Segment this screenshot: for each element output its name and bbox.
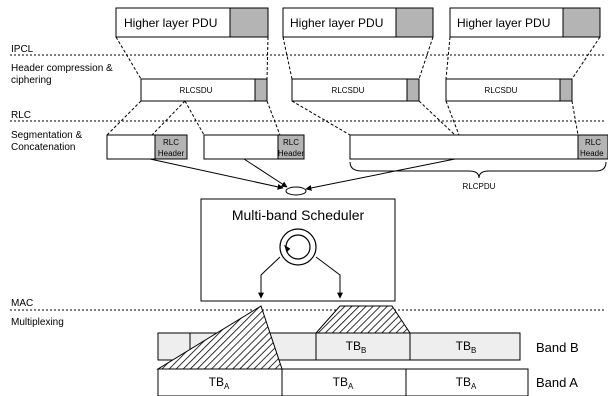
rlc-sdu-2: RLCSDU [291, 78, 420, 102]
rlc-header-line2: Header [278, 149, 305, 158]
band-b-label: Band B [536, 340, 579, 355]
rlc-sdu-1: RLCSDU [140, 78, 268, 102]
pdu-sdu-connectors [115, 36, 601, 80]
tb-b-2: TBB [456, 339, 477, 355]
rlc-pdu-3: RLC Heade [349, 134, 608, 160]
higher-layer-pdu-3: Higher layer PDU [449, 7, 601, 38]
rlc-sdu-3: RLCSDU [445, 78, 573, 102]
mapping-trapezoid-b [314, 305, 411, 334]
rotation-arrow-icon [284, 244, 291, 253]
rlc-pdu-2: RLC Header [203, 134, 305, 160]
output-arrow-a [258, 256, 281, 299]
tb-a-2: TBA [333, 375, 354, 391]
sdu-label: RLCSDU [332, 86, 365, 95]
sdu-pdu-connectors [106, 100, 579, 136]
rlcpdu-brace [349, 161, 607, 179]
output-arrow-b [315, 256, 343, 299]
rlc-sublabel-1: Segmentation & [11, 130, 82, 141]
scheduler-input-arrows [149, 158, 456, 191]
scheduler-input-port [285, 186, 307, 196]
pdu-label: Higher layer PDU [457, 16, 550, 30]
higher-layer-pdu-2: Higher layer PDU [282, 7, 434, 38]
scheduler-title: Multi-band Scheduler [232, 207, 365, 223]
rlc-pdu-1: RLC Header [106, 134, 188, 160]
rlcpdu-label: RLCPDU [463, 182, 496, 191]
pdcp-layer-label: IPCL [11, 44, 34, 55]
sdu-label: RLCSDU [180, 86, 213, 95]
rlc-sublabel-2: Concatenation [11, 142, 76, 153]
pdcp-sublabel-2: ciphering [11, 75, 52, 86]
rlc-layer-label: RLC [11, 110, 31, 121]
pdcp-sublabel-1: Header compression & [11, 63, 113, 74]
higher-layer-pdu-1: Higher layer PDU [115, 7, 269, 38]
rlc-header-line1: RLC [163, 138, 179, 147]
band-a-row: TBA TBA TBA [157, 368, 529, 396]
scheduler-circle [279, 228, 317, 266]
rlc-header-line2-clipped: Heade [580, 149, 604, 158]
pdu-label: Higher layer PDU [290, 16, 383, 30]
band-a-label: Band A [536, 375, 578, 390]
mapping-triangle-a [156, 305, 283, 370]
rlc-header-line2: Header [158, 149, 185, 158]
rlc-header-line1: RLC [585, 138, 601, 147]
mac-layer-label: MAC [11, 298, 33, 309]
sdu-label: RLCSDU [485, 86, 518, 95]
mac-sublabel: Multiplexing [11, 317, 64, 328]
tb-a-1: TBA [209, 375, 230, 391]
pdu-label: Higher layer PDU [124, 16, 217, 30]
tb-a-3: TBA [456, 375, 477, 391]
tb-b-1: TBB [346, 339, 367, 355]
rlc-header-line1: RLC [283, 138, 299, 147]
